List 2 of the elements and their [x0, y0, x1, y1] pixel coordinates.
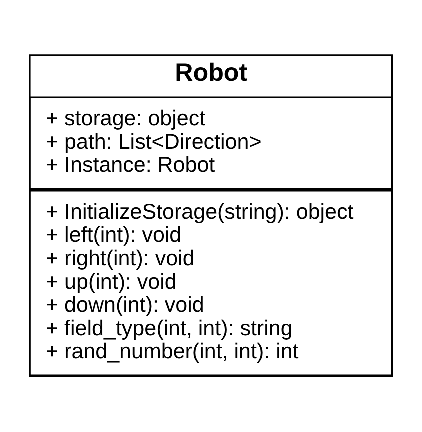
node-box: + storage: object + path: List<Direction> + Instance: Robot [29, 96, 393, 190]
node-box: + InitializeStorage(string): object + left(int): void + right(int): void + up(int): void + down(int): void + field_type(int, int): string + rand_number(int, int): int [29, 190, 393, 376]
